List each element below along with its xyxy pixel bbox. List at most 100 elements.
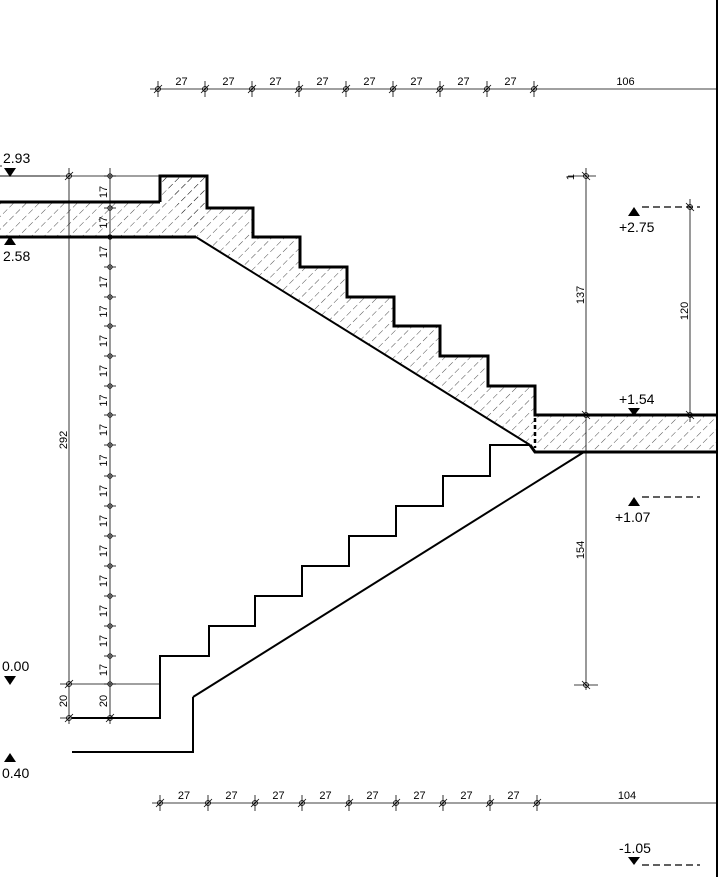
top-dim-label: 27 [457, 76, 469, 88]
bottom-dim-label: 27 [225, 790, 237, 802]
level-marker-icon [4, 676, 16, 685]
riser-dim-label: 17 [98, 545, 110, 557]
left-slash [64, 679, 74, 689]
riser-node [107, 593, 113, 599]
bottom-dim-slash [532, 798, 542, 808]
bottom-dim-node [205, 800, 211, 806]
riser-node [107, 353, 113, 359]
left-node [66, 173, 72, 179]
riser-node [107, 412, 113, 418]
top-dim-label: 27 [410, 76, 422, 88]
riser-node [107, 173, 113, 179]
level-marker-icon [628, 408, 640, 416]
riser-node [107, 563, 113, 569]
bottom-dim-node [487, 800, 493, 806]
bottom-dim-node [534, 800, 540, 806]
bottom-dim-slash [485, 798, 495, 808]
upper-left-slab [0, 176, 207, 237]
left-node [107, 715, 113, 721]
top-dim-label: 106 [616, 76, 634, 88]
tick-dim: 1 [565, 174, 577, 180]
bottom-dim-label: 104 [618, 790, 636, 802]
lower-right-dim: 154 [575, 541, 587, 559]
riser-dim-label: 17 [98, 635, 110, 647]
left-node [66, 681, 72, 687]
riser-node [107, 681, 113, 687]
level-marker-icon [628, 207, 640, 216]
top-dim-slash [341, 84, 351, 94]
top-dim-node [155, 86, 161, 92]
top-dim-node [484, 86, 490, 92]
riser-node [107, 442, 113, 448]
upper-flight-soffit [195, 236, 531, 446]
level-marker-icon [628, 857, 640, 865]
riser-dim-label: 17 [98, 394, 110, 406]
bottom-dim-slash [344, 798, 354, 808]
bottom-dim-node [393, 800, 399, 806]
bottom-dim-node [346, 800, 352, 806]
base-outer-dim: 20 [58, 695, 70, 707]
bottom-dim-slash [250, 798, 260, 808]
riser-node [107, 503, 113, 509]
lower-flight-soffit [192, 451, 585, 698]
riser-dim-label: 17 [98, 216, 110, 228]
riser-dim-label: 17 [98, 186, 110, 198]
top-dim-node [202, 86, 208, 92]
level-ground: 0.00 [2, 658, 29, 674]
level-marker-icon [628, 497, 640, 506]
riser-dim-label: 17 [98, 515, 110, 527]
bottom-dim-slash [155, 798, 165, 808]
bottom-dim-label: 27 [460, 790, 472, 802]
bottom-dim-node [157, 800, 163, 806]
riser-dim-label: 17 [98, 605, 110, 617]
riser-dim-label: 17 [98, 424, 110, 436]
riser-node [107, 623, 113, 629]
top-dim-label: 27 [363, 76, 375, 88]
bottom-dim-label: 27 [366, 790, 378, 802]
riser-node [107, 653, 113, 659]
upper-right-dim: 137 [575, 286, 587, 304]
top-dim-node [390, 86, 396, 92]
bottom-dim-label: 27 [507, 790, 519, 802]
bottom-dim-slash [203, 798, 213, 808]
lower-flight-steps [72, 444, 530, 719]
top-dim-node [296, 86, 302, 92]
level-below-ground: 0.40 [2, 765, 29, 781]
riser-node [107, 294, 113, 300]
riser-dim-label: 17 [98, 276, 110, 288]
bottom-dim-label: 27 [178, 790, 190, 802]
bottom-dim-slash [391, 798, 401, 808]
bottom-dim-node [252, 800, 258, 806]
base-inner-dim: 20 [98, 695, 110, 707]
bottom-dim-slash [438, 798, 448, 808]
level-marker-icon [4, 753, 16, 762]
upper-flight-steps [158, 174, 717, 417]
landing-slab [535, 415, 717, 452]
bottom-dim-label: 27 [413, 790, 425, 802]
top-dim-node [249, 86, 255, 92]
riser-dim-label: 17 [98, 365, 110, 377]
riser-dim-label: 17 [98, 305, 110, 317]
left-slash [64, 171, 74, 181]
top-dim-node [343, 86, 349, 92]
riser-dim-label: 17 [98, 246, 110, 258]
left-slash [64, 713, 74, 723]
riser-node [107, 234, 113, 240]
level-landing-under: +1.07 [615, 509, 651, 525]
level-marker-icon [4, 168, 16, 177]
landing-span-dim: 120 [679, 302, 691, 320]
riser-dim-label: 17 [98, 575, 110, 587]
bottom-dim-node [440, 800, 446, 806]
right-dimension-chain [568, 168, 695, 690]
top-dim-label: 27 [222, 76, 234, 88]
level-landing: +1.54 [619, 391, 655, 407]
landing-underside [528, 444, 717, 454]
left-slash [105, 713, 115, 723]
riser-dim-label: 17 [98, 485, 110, 497]
level-top-left-under: 2.58 [3, 248, 30, 264]
top-dim-label: 27 [175, 76, 187, 88]
level-bottom: -1.05 [619, 840, 651, 856]
